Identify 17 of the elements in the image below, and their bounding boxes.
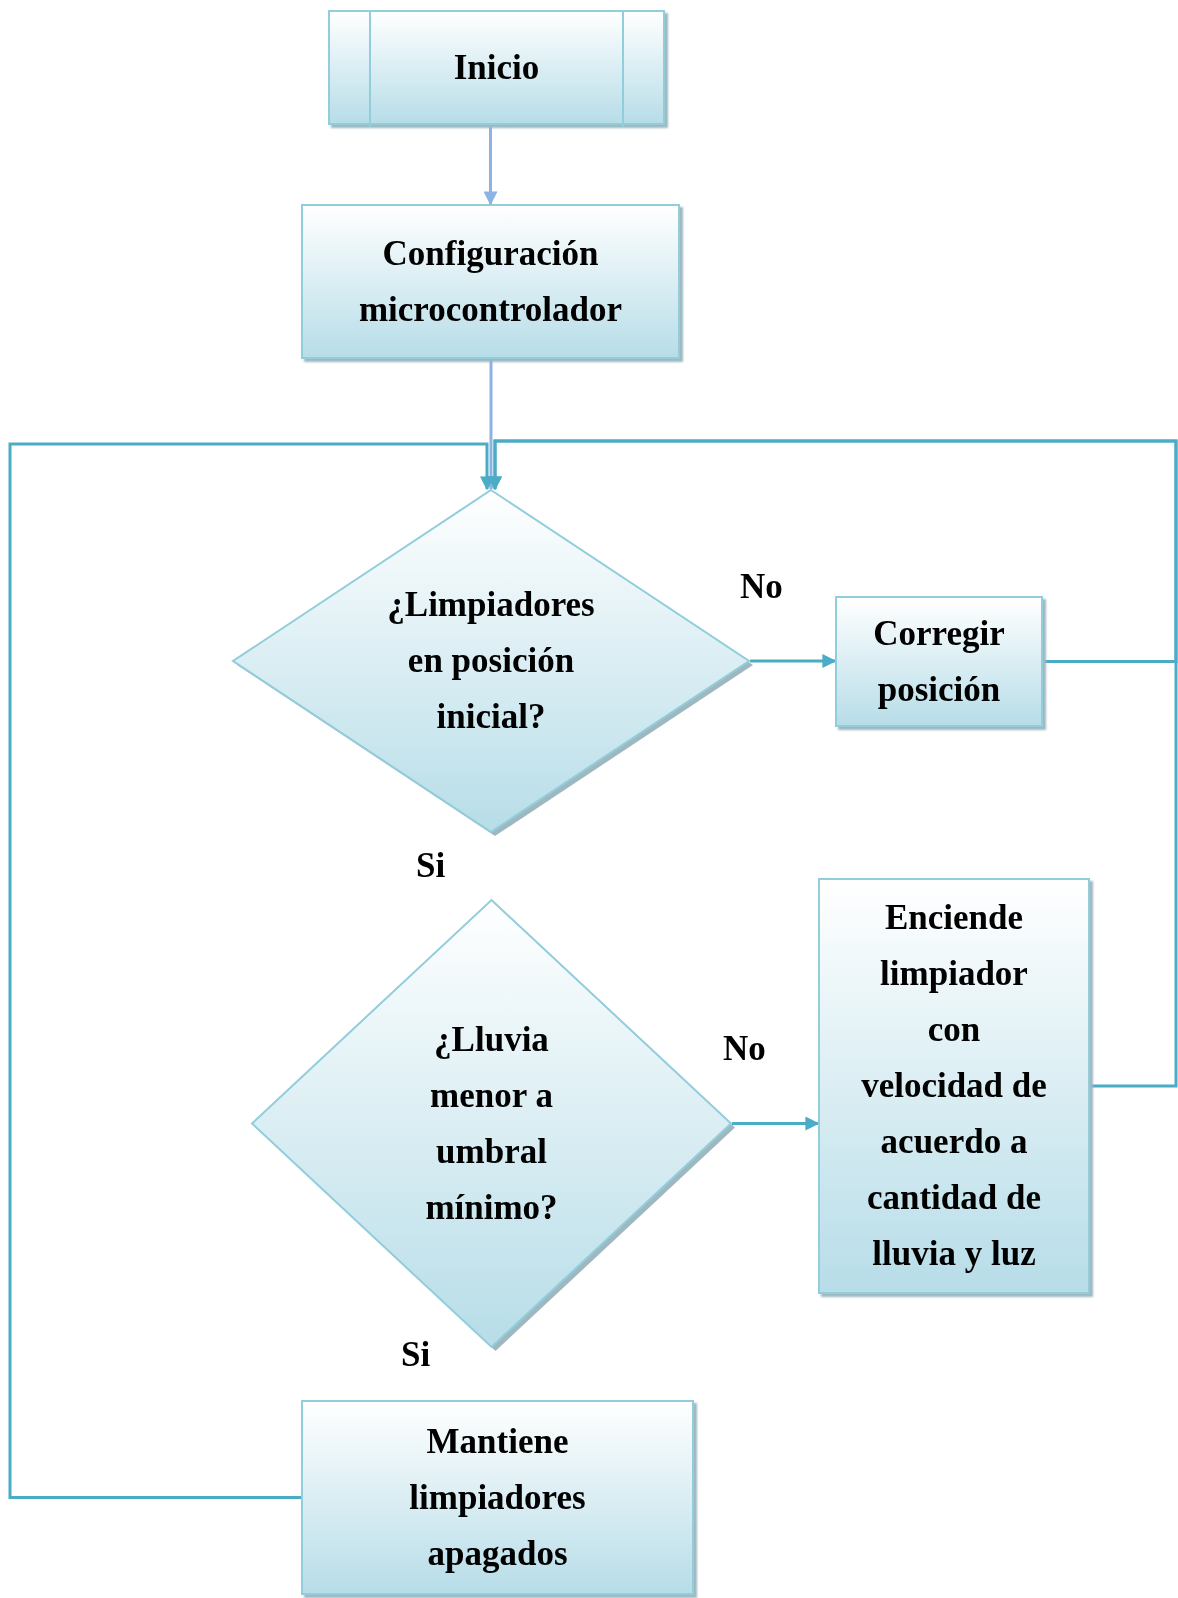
arrow <box>483 125 498 206</box>
arrow <box>732 1116 820 1131</box>
process-box <box>818 878 1090 1294</box>
process-box <box>301 204 680 359</box>
predefined-process-box <box>328 10 665 125</box>
node-text: Configuración microcontrolador <box>357 232 624 331</box>
node-text: Mantiene limpiadores apagados <box>408 1420 587 1575</box>
arrow <box>488 439 1178 1088</box>
arrow <box>8 442 494 1499</box>
node-text: Enciende limpiador con velocidad de acuerdo a cantidad de lluvia y luz <box>860 897 1048 1275</box>
arrow <box>750 654 837 668</box>
process-box <box>301 1400 694 1595</box>
node-text: Corregir posición <box>872 612 1006 711</box>
node-text: ¿Lluvia menor a umbral mínimo? <box>424 1018 559 1229</box>
node-text: Inicio <box>453 46 540 89</box>
node-text: ¿Limpiadores en posición inicial? <box>386 584 596 738</box>
process-box <box>835 596 1043 727</box>
